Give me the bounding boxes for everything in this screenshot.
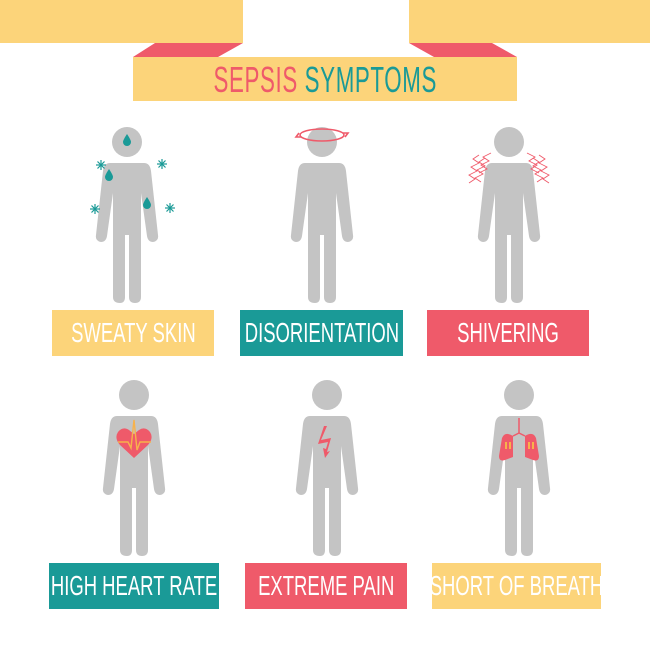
dizzy-ring-icon bbox=[294, 128, 350, 142]
ribbon-right-tail bbox=[409, 0, 650, 43]
figure-high-heart-rate bbox=[102, 380, 166, 556]
heart-pulse-icon bbox=[116, 419, 152, 458]
figure-short-of-breath bbox=[487, 380, 551, 556]
symptom-label-shivering: SHIVERING bbox=[427, 310, 589, 356]
shivering-lines-icon bbox=[468, 152, 550, 184]
title-word-sepsis: SEPSIS bbox=[213, 59, 298, 100]
symptom-text: EXTREME PAIN bbox=[257, 570, 395, 601]
symptom-label-disorientation: DISORIENTATION bbox=[240, 310, 403, 356]
lungs-icon bbox=[499, 418, 539, 461]
symptom-label-high-heart-rate: HIGH HEART RATE bbox=[49, 563, 219, 609]
symptom-label-sweaty-skin: SWEATY SKIN bbox=[52, 310, 214, 356]
ribbon-folds bbox=[133, 43, 517, 57]
sparkle-icons bbox=[90, 159, 175, 214]
ribbon-left-tail bbox=[0, 0, 243, 43]
symptom-label-short-of-breath: SHORT OF BREATH bbox=[432, 563, 601, 609]
symptom-label-extreme-pain: EXTREME PAIN bbox=[245, 563, 407, 609]
figure-sweaty-skin bbox=[90, 127, 175, 303]
sweat-drops-icon bbox=[105, 134, 151, 209]
title-word-symptoms: SYMPTOMS bbox=[304, 59, 437, 100]
figure-shivering bbox=[468, 127, 550, 303]
title-banner: SEPSIS SYMPTOMS bbox=[133, 57, 517, 101]
figure-disorientation bbox=[290, 127, 354, 303]
symptom-text: DISORIENTATION bbox=[244, 317, 399, 348]
page-title: SEPSIS SYMPTOMS bbox=[213, 62, 436, 98]
symptom-text: HIGH HEART RATE bbox=[50, 570, 218, 601]
lightning-bolt-icon bbox=[318, 426, 331, 458]
symptom-text: SHORT OF BREATH bbox=[432, 570, 601, 601]
symptom-text: SWEATY SKIN bbox=[70, 317, 196, 348]
symptom-text: SHIVERING bbox=[457, 317, 559, 348]
figure-extreme-pain bbox=[295, 380, 359, 556]
